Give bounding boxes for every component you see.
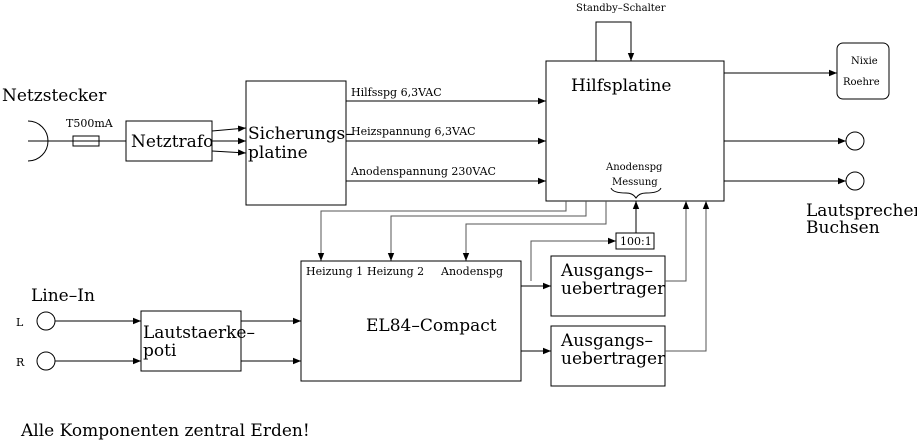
wire-anodenspg: [462, 201, 607, 261]
wire-measure-to-divider: [530, 237, 616, 281]
wire-heizung2: [387, 201, 587, 261]
label-fuse: T500mA: [66, 117, 114, 130]
label-left: L: [16, 316, 24, 329]
sicherungsplatine-box: [245, 80, 347, 206]
label-anodenspannung: Anodenspannung 230VAC: [350, 165, 496, 178]
wire-heizung1: [317, 201, 567, 261]
label-sicherung-line1: Sicherungs–: [248, 124, 354, 144]
messung-brace: [610, 187, 662, 199]
speaker-jack-1-icon: [845, 131, 865, 151]
speaker-jack-2-icon: [845, 171, 865, 191]
wire-ausgang1-hilfsplatine: [665, 201, 690, 282]
label-ausgang2-2: uebertrager: [561, 349, 666, 369]
label-nixie-1: Nixie: [851, 56, 878, 67]
poti-box: [140, 310, 242, 372]
netztrafo-box: [125, 120, 213, 162]
label-poti-2: poti: [143, 341, 177, 361]
label-heizspannung: Heizspannung 6,3VAC: [351, 125, 476, 138]
label-hilfsspg: Hilfsspg 6,3VAC: [351, 86, 442, 99]
wire-trafo-sicherung-3: [211, 149, 247, 156]
divider-box: [615, 232, 655, 250]
hilfsplatine-box: [545, 60, 725, 202]
label-el84: EL84–Compact: [366, 316, 497, 336]
label-heizung2: Heizung 2: [367, 265, 424, 278]
label-anodenspg-messung-2: Messung: [612, 177, 658, 188]
wire-trafo-sicherung-1: [211, 125, 247, 132]
label-heizung1: Heizung 1: [306, 265, 363, 278]
ausgangsuebertrager-2-box: [550, 325, 666, 387]
label-ratio: 100:1: [620, 235, 652, 248]
line-in-left-jack-icon: [36, 311, 56, 331]
label-anodenspg-messung-1: Anodenspg: [605, 162, 663, 173]
label-lautsprecher-1: Lautsprecher–: [806, 201, 917, 221]
label-sicherung-line2: platine: [248, 143, 308, 163]
label-ausgang1-1: Ausgangs–: [560, 261, 653, 281]
label-line-in: Line–In: [31, 286, 95, 306]
footer-note: Alle Komponenten zentral Erden!: [20, 421, 310, 441]
label-netztrafo: Netztrafo: [131, 132, 213, 152]
label-standby: Standby–Schalter: [576, 3, 666, 14]
wire-ausgang2-hilfsplatine: [665, 201, 710, 352]
nixie-box: [836, 42, 890, 100]
label-right: R: [16, 356, 25, 369]
ausgangsuebertrager-1-box: [550, 255, 666, 317]
label-ausgang2-1: Ausgangs–: [560, 331, 653, 351]
label-hilfsplatine: Hilfsplatine: [571, 76, 671, 96]
label-anodenspg: Anodenspg: [440, 265, 503, 278]
label-lautsprecher-2: Buchsen: [806, 218, 880, 238]
label-poti-1: Lautstaerke–: [143, 323, 255, 343]
label-ausgang1-2: uebertrager: [561, 279, 666, 299]
el84-box: [300, 260, 522, 382]
label-nixie-2: Roehre: [843, 77, 880, 88]
label-netzstecker: Netzstecker: [2, 86, 107, 106]
line-in-right-jack-icon: [36, 351, 56, 371]
standby-switch-loop: [595, 21, 635, 61]
